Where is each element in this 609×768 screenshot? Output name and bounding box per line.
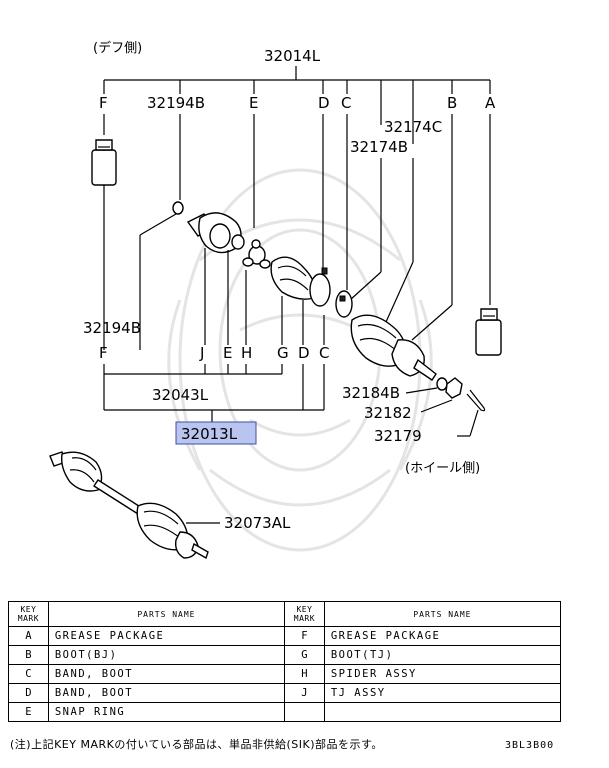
- tj-boot: [270, 256, 316, 300]
- legend-header-name-left: PARTS NAME: [47, 601, 285, 627]
- lower-leaders: [204, 248, 325, 345]
- bottom-mark-j: J: [199, 344, 204, 362]
- legend-part-name: BAND, BOOT: [47, 683, 285, 703]
- legend-key: F: [283, 626, 325, 646]
- bottom-mark-h: H: [241, 344, 252, 362]
- bottom-mark-d: D: [298, 344, 310, 362]
- part-number-32174C: 32174C: [384, 118, 442, 136]
- band-boot-d: [309, 273, 331, 307]
- top-mark-b: B: [447, 94, 457, 112]
- grease-package-a: [475, 308, 502, 356]
- complete-drive-shaft: [49, 451, 209, 560]
- top-leaders: [103, 114, 491, 350]
- footnote: (注)上記KEY MARKの付いている部品は、単品非供給(SIK)部品を示す。: [10, 738, 383, 751]
- legend-key: E: [8, 702, 49, 722]
- legend-part-name: [323, 702, 562, 722]
- legend-part-name: BOOT(BJ): [47, 645, 285, 665]
- cotter-pin: [466, 389, 486, 412]
- top-mark-a: A: [485, 94, 496, 112]
- tj-housing: [186, 212, 242, 254]
- grease-package-f: [91, 139, 117, 186]
- part-number-32014L: 32014L: [264, 47, 321, 65]
- wheel-side-label: (ホイール側): [405, 461, 480, 476]
- legend-part-name: BAND, BOOT: [47, 664, 285, 684]
- top-mark-c: C: [341, 94, 351, 112]
- legend-part-name: SPIDER ASSY: [323, 664, 562, 684]
- legend-part-name: SNAP RING: [47, 702, 285, 722]
- part-number-32194B-upper: 32194B: [147, 94, 205, 112]
- legend-row: B BOOT(BJ) G BOOT(TJ): [8, 645, 562, 665]
- bottom-mark-e: E: [223, 344, 232, 362]
- part-number-32174B: 32174B: [350, 138, 408, 156]
- legend-key: B: [8, 645, 49, 665]
- bottom-mark-g: G: [277, 344, 289, 362]
- legend-part-name: TJ ASSY: [323, 683, 562, 703]
- legend-key: [283, 702, 325, 722]
- snap-ring: [231, 234, 245, 250]
- part-number-32179: 32179: [374, 427, 422, 445]
- nut-ring: [436, 377, 448, 391]
- highlight-box-32013L[interactable]: [175, 421, 257, 445]
- top-mark-d: D: [318, 94, 330, 112]
- band-clip-d: [321, 267, 328, 275]
- bj-outer-joint: [391, 339, 437, 381]
- part-number-32182: 32182: [364, 404, 412, 422]
- right-leaders: [405, 387, 479, 437]
- top-bracket: [103, 66, 491, 144]
- bottom-brackets: [103, 364, 325, 422]
- legend-header-name-right: PARTS NAME: [323, 601, 562, 627]
- boot-band-ring: [172, 201, 184, 215]
- band-clip-c: [339, 295, 346, 302]
- legend-part-name: GREASE PACKAGE: [47, 626, 285, 646]
- top-mark-f: F: [99, 94, 108, 112]
- part-number-32043L: 32043L: [152, 386, 209, 404]
- legend-key: D: [8, 683, 49, 703]
- legend-row: A GREASE PACKAGE F GREASE PACKAGE: [8, 626, 562, 646]
- legend-key: A: [8, 626, 49, 646]
- diff-side-label: (デフ側): [93, 40, 142, 56]
- parts-diagram: (デフ側) (ホイール側) 32014L F 32194B E D C B A …: [49, 40, 502, 560]
- bottom-mark-f: F: [99, 344, 108, 362]
- top-mark-e: E: [249, 94, 258, 112]
- legend-part-name: BOOT(TJ): [323, 645, 562, 665]
- part-number-32013L[interactable]: 32013L: [181, 425, 238, 443]
- legend-row: D BAND, BOOT J TJ ASSY: [8, 683, 562, 703]
- legend-key: C: [8, 664, 49, 684]
- part-number-32184B: 32184B: [342, 384, 400, 402]
- legend-key: G: [283, 645, 325, 665]
- part-number-32194B-lower: 32194B: [83, 319, 141, 337]
- part-number-32073AL: 32073AL: [224, 514, 291, 532]
- legend-row: E SNAP RING: [8, 702, 562, 722]
- diagram-code: 3BL3B00: [505, 740, 555, 751]
- legend-key: J: [283, 683, 325, 703]
- legend-key: H: [283, 664, 325, 684]
- nut: [445, 377, 463, 399]
- legend-part-name: GREASE PACKAGE: [323, 626, 562, 646]
- bottom-mark-c: C: [319, 344, 329, 362]
- spider-assy: [242, 239, 271, 269]
- legend-row: C BAND, BOOT H SPIDER ASSY: [8, 664, 562, 684]
- band-boot-c: [335, 290, 353, 318]
